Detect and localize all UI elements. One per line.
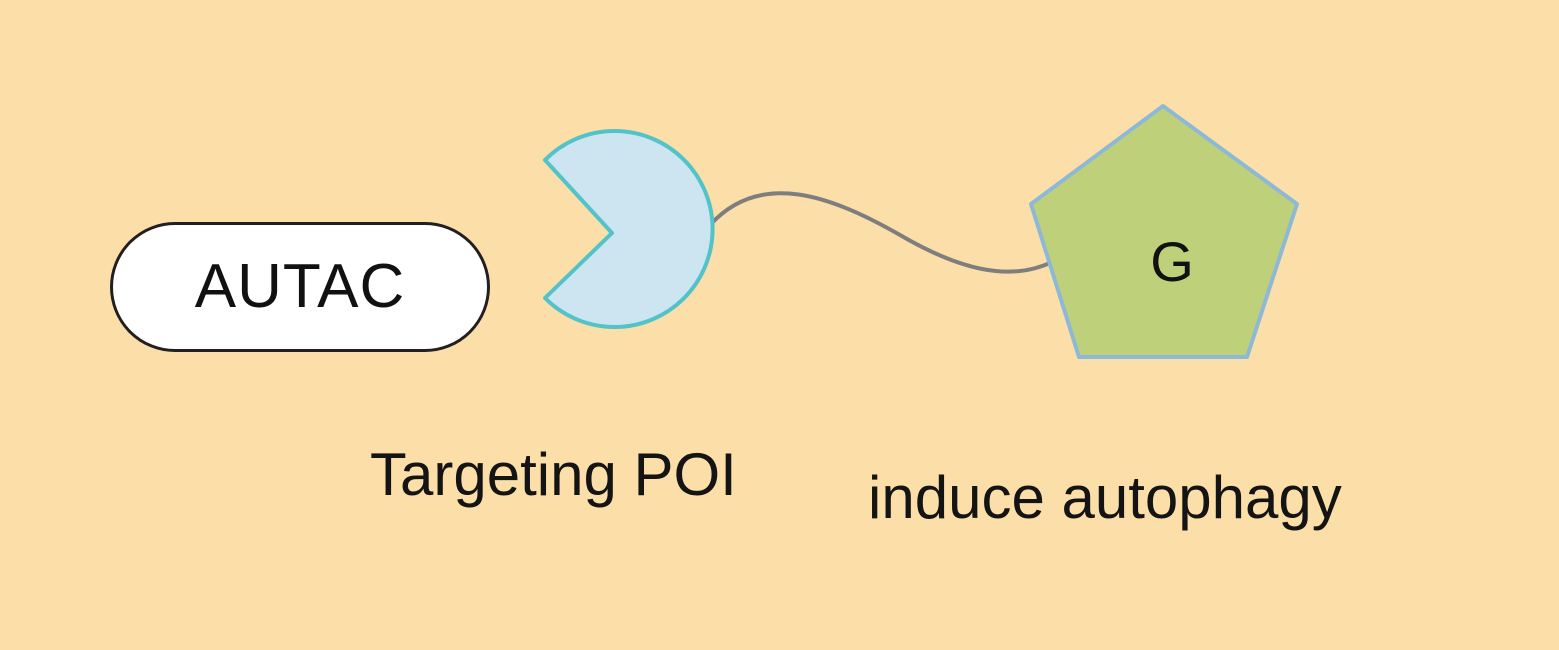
guanine-tag-pentagon-icon bbox=[1029, 104, 1299, 359]
g-tag-label: G bbox=[1150, 230, 1194, 293]
targeting-poi-caption: Targeting POI bbox=[370, 441, 737, 508]
induce-autophagy-caption: induce autophagy bbox=[868, 464, 1342, 531]
autac-label: AUTAC bbox=[194, 252, 406, 321]
linker-curve bbox=[708, 191, 1054, 274]
poi-warhead-pacman-icon bbox=[543, 129, 715, 329]
autac-pill: AUTAC bbox=[110, 222, 490, 352]
